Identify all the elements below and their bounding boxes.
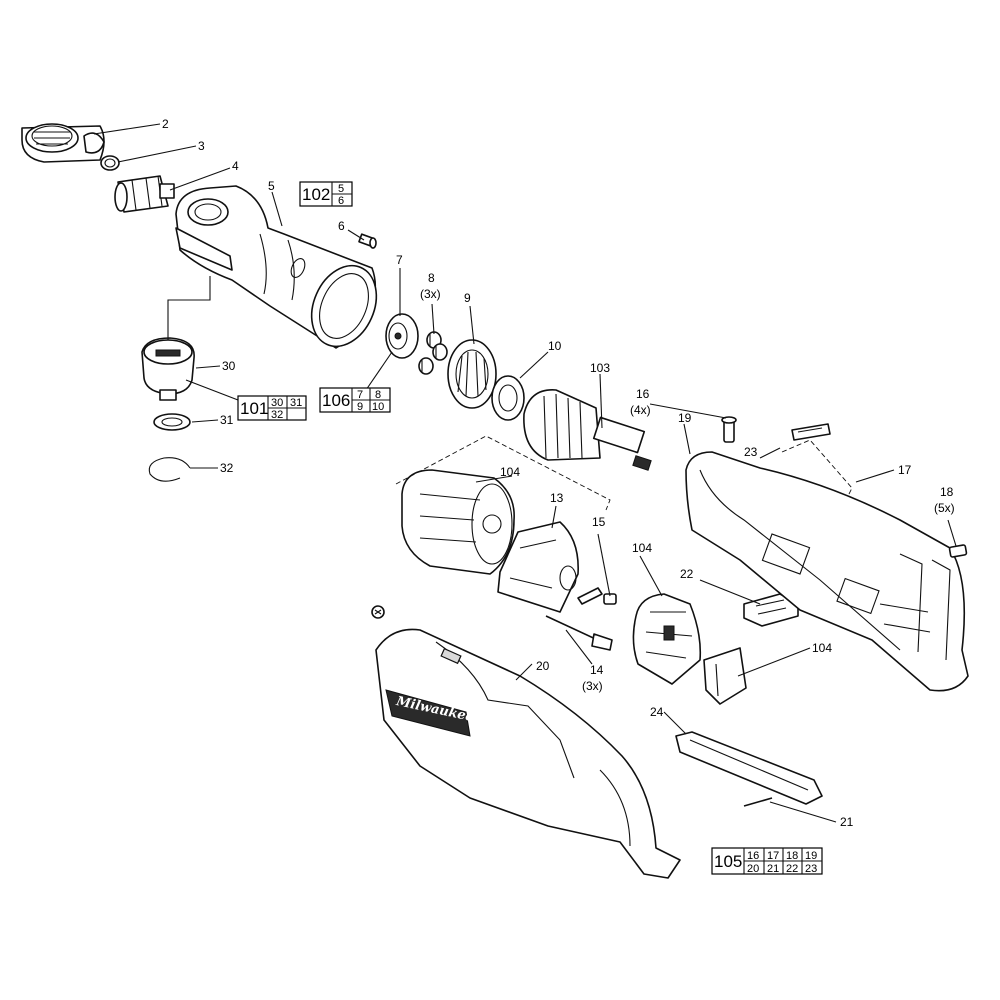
kit-105-part: 19 xyxy=(805,850,817,862)
callout-20: 20 xyxy=(536,659,550,673)
callout-21: 21 xyxy=(840,815,854,829)
part-24-plate xyxy=(675,731,823,805)
part-32-retaining-ring xyxy=(148,457,191,482)
callout-2: 2 xyxy=(162,117,169,131)
kit-102-part: 6 xyxy=(338,195,344,207)
callout-32: 32 xyxy=(220,461,234,475)
housing-screw xyxy=(371,605,385,619)
group-outline-23-17 xyxy=(781,439,853,497)
part-2-ratchet-ring xyxy=(21,123,105,163)
kit-101-number: 101 xyxy=(240,399,268,418)
part-18-screw xyxy=(948,544,968,558)
callout-19: 19 xyxy=(678,411,692,425)
kit-101-part: 31 xyxy=(290,397,302,409)
part-4-anvil xyxy=(114,175,175,213)
part-14-bolts xyxy=(545,587,613,651)
part-10-washer xyxy=(491,375,525,421)
part-6-screw xyxy=(358,233,377,249)
callout-18-qty: (5x) xyxy=(934,501,955,515)
kit-box-105: 105 16 17 18 19 20 21 22 23 xyxy=(711,847,823,875)
callout-8-qty: (3x) xyxy=(420,287,441,301)
leader-lines xyxy=(93,123,957,823)
kit-105-part: 17 xyxy=(767,850,779,862)
callout-7: 7 xyxy=(396,253,403,267)
part-13-motor-mount xyxy=(497,521,579,613)
callout-9: 9 xyxy=(464,291,471,305)
callout-4: 4 xyxy=(232,159,239,173)
kit-105-number: 105 xyxy=(714,852,742,871)
kit-101-part: 32 xyxy=(271,409,283,421)
callout-6: 6 xyxy=(338,219,345,233)
callout-5: 5 xyxy=(268,179,275,193)
callout-labels: 2 3 4 5 6 7 8 (3x) 9 10 103 16 (4x) 19 2… xyxy=(162,117,955,829)
kit-105-part: 18 xyxy=(786,850,798,862)
part-5-head-housing xyxy=(175,185,378,349)
callout-104-stator: 104 xyxy=(500,465,520,479)
callout-22: 22 xyxy=(680,567,694,581)
kit-106-part: 8 xyxy=(375,389,381,401)
kit-101-part: 30 xyxy=(271,397,283,409)
part-23-label xyxy=(791,423,831,441)
part-104-circuit-board xyxy=(632,593,702,685)
part-9-ring-gear xyxy=(447,339,497,409)
kit-106-part: 9 xyxy=(357,401,363,413)
kit-105-part: 22 xyxy=(786,863,798,875)
kit-box-101: 101 30 31 32 xyxy=(237,395,307,421)
callout-8: 8 xyxy=(428,271,435,285)
callout-104-board: 104 xyxy=(632,541,652,555)
callout-23: 23 xyxy=(744,445,758,459)
callout-30: 30 xyxy=(222,359,236,373)
kit-106-part: 10 xyxy=(372,401,384,413)
callout-14: 14 xyxy=(590,663,604,677)
callout-18: 18 xyxy=(940,485,954,499)
callout-103: 103 xyxy=(590,361,610,375)
callout-3: 3 xyxy=(198,139,205,153)
part-16-screw xyxy=(721,416,737,443)
callout-14-qty: (3x) xyxy=(582,679,603,693)
callout-24: 24 xyxy=(650,705,664,719)
kit-102-part: 5 xyxy=(338,183,344,195)
kit-box-102: 102 5 6 xyxy=(299,181,353,207)
part-8-planet-gears xyxy=(418,331,448,375)
group-outline-104 xyxy=(395,435,611,511)
kit-106-part: 7 xyxy=(357,389,363,401)
kit-105-part: 23 xyxy=(805,863,817,875)
callout-10: 10 xyxy=(548,339,562,353)
callout-17: 17 xyxy=(898,463,912,477)
part-21-pin xyxy=(743,797,773,807)
part-17-half-housing xyxy=(685,451,969,692)
callout-31: 31 xyxy=(220,413,234,427)
kit-105-part: 21 xyxy=(767,863,779,875)
part-104-wire-clip xyxy=(703,647,747,705)
callout-16-qty: (4x) xyxy=(630,403,651,417)
kit-box-106: 106 7 8 9 10 xyxy=(319,387,391,413)
part-103-motor xyxy=(523,389,652,471)
kit-105-part: 16 xyxy=(747,850,759,862)
part-20-front-housing: Milwaukee xyxy=(375,628,681,879)
part-7-planet-carrier xyxy=(385,313,419,359)
part-3-bushing xyxy=(100,155,120,171)
callout-13: 13 xyxy=(550,491,564,505)
part-31-washer xyxy=(153,413,191,431)
kit-106-number: 106 xyxy=(322,391,350,410)
kit-102-number: 102 xyxy=(302,185,330,204)
part-30-drive-head xyxy=(141,337,195,401)
callout-15: 15 xyxy=(592,515,606,529)
part-104-stator xyxy=(401,469,515,575)
kit-105-part: 20 xyxy=(747,863,759,875)
callout-104-clip: 104 xyxy=(812,641,832,655)
callout-16: 16 xyxy=(636,387,650,401)
